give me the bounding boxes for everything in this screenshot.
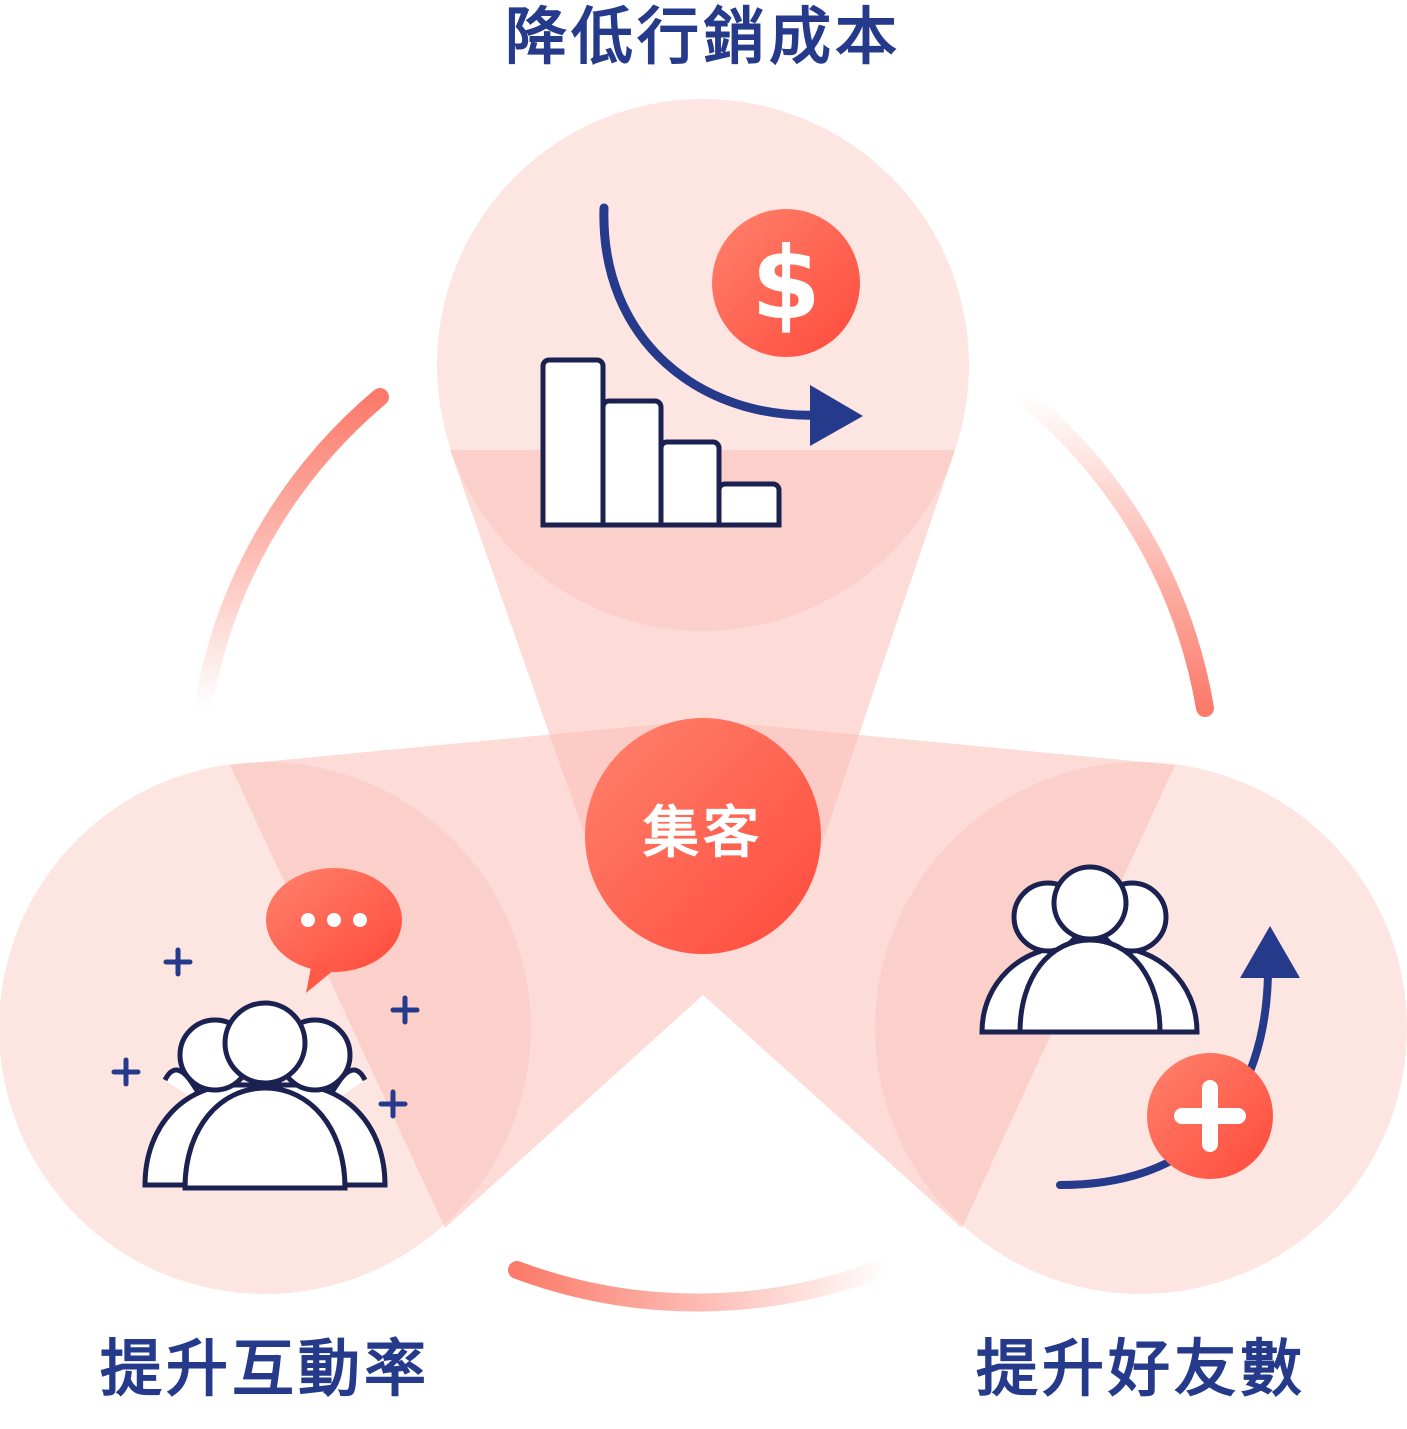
svg-text:$: $ — [751, 225, 821, 342]
cone-right — [703, 720, 1175, 1228]
center-circle — [585, 718, 821, 954]
sparkle-icons — [111, 947, 420, 1119]
node-label-top: 降低行銷成本 — [504, 0, 901, 73]
node-label-right: 提升好友數 — [975, 1332, 1306, 1405]
cycle-arc-right — [1016, 388, 1214, 717]
chat-bubble-icon — [266, 868, 402, 993]
down-arrow-icon — [599, 203, 863, 446]
friends-icon — [979, 864, 1200, 1035]
node-label-left: 提升互動率 — [99, 1332, 430, 1405]
cone-left — [230, 720, 703, 1228]
bar-chart-icon — [540, 357, 782, 528]
cycle-arc-bottom — [508, 1256, 899, 1312]
center-label: 集客 — [643, 801, 763, 866]
cycle-arc-left — [194, 388, 389, 717]
dollar-icon: $ — [712, 209, 860, 357]
plus-circle-icon — [1147, 1053, 1273, 1179]
group-people-icon — [142, 1000, 388, 1191]
